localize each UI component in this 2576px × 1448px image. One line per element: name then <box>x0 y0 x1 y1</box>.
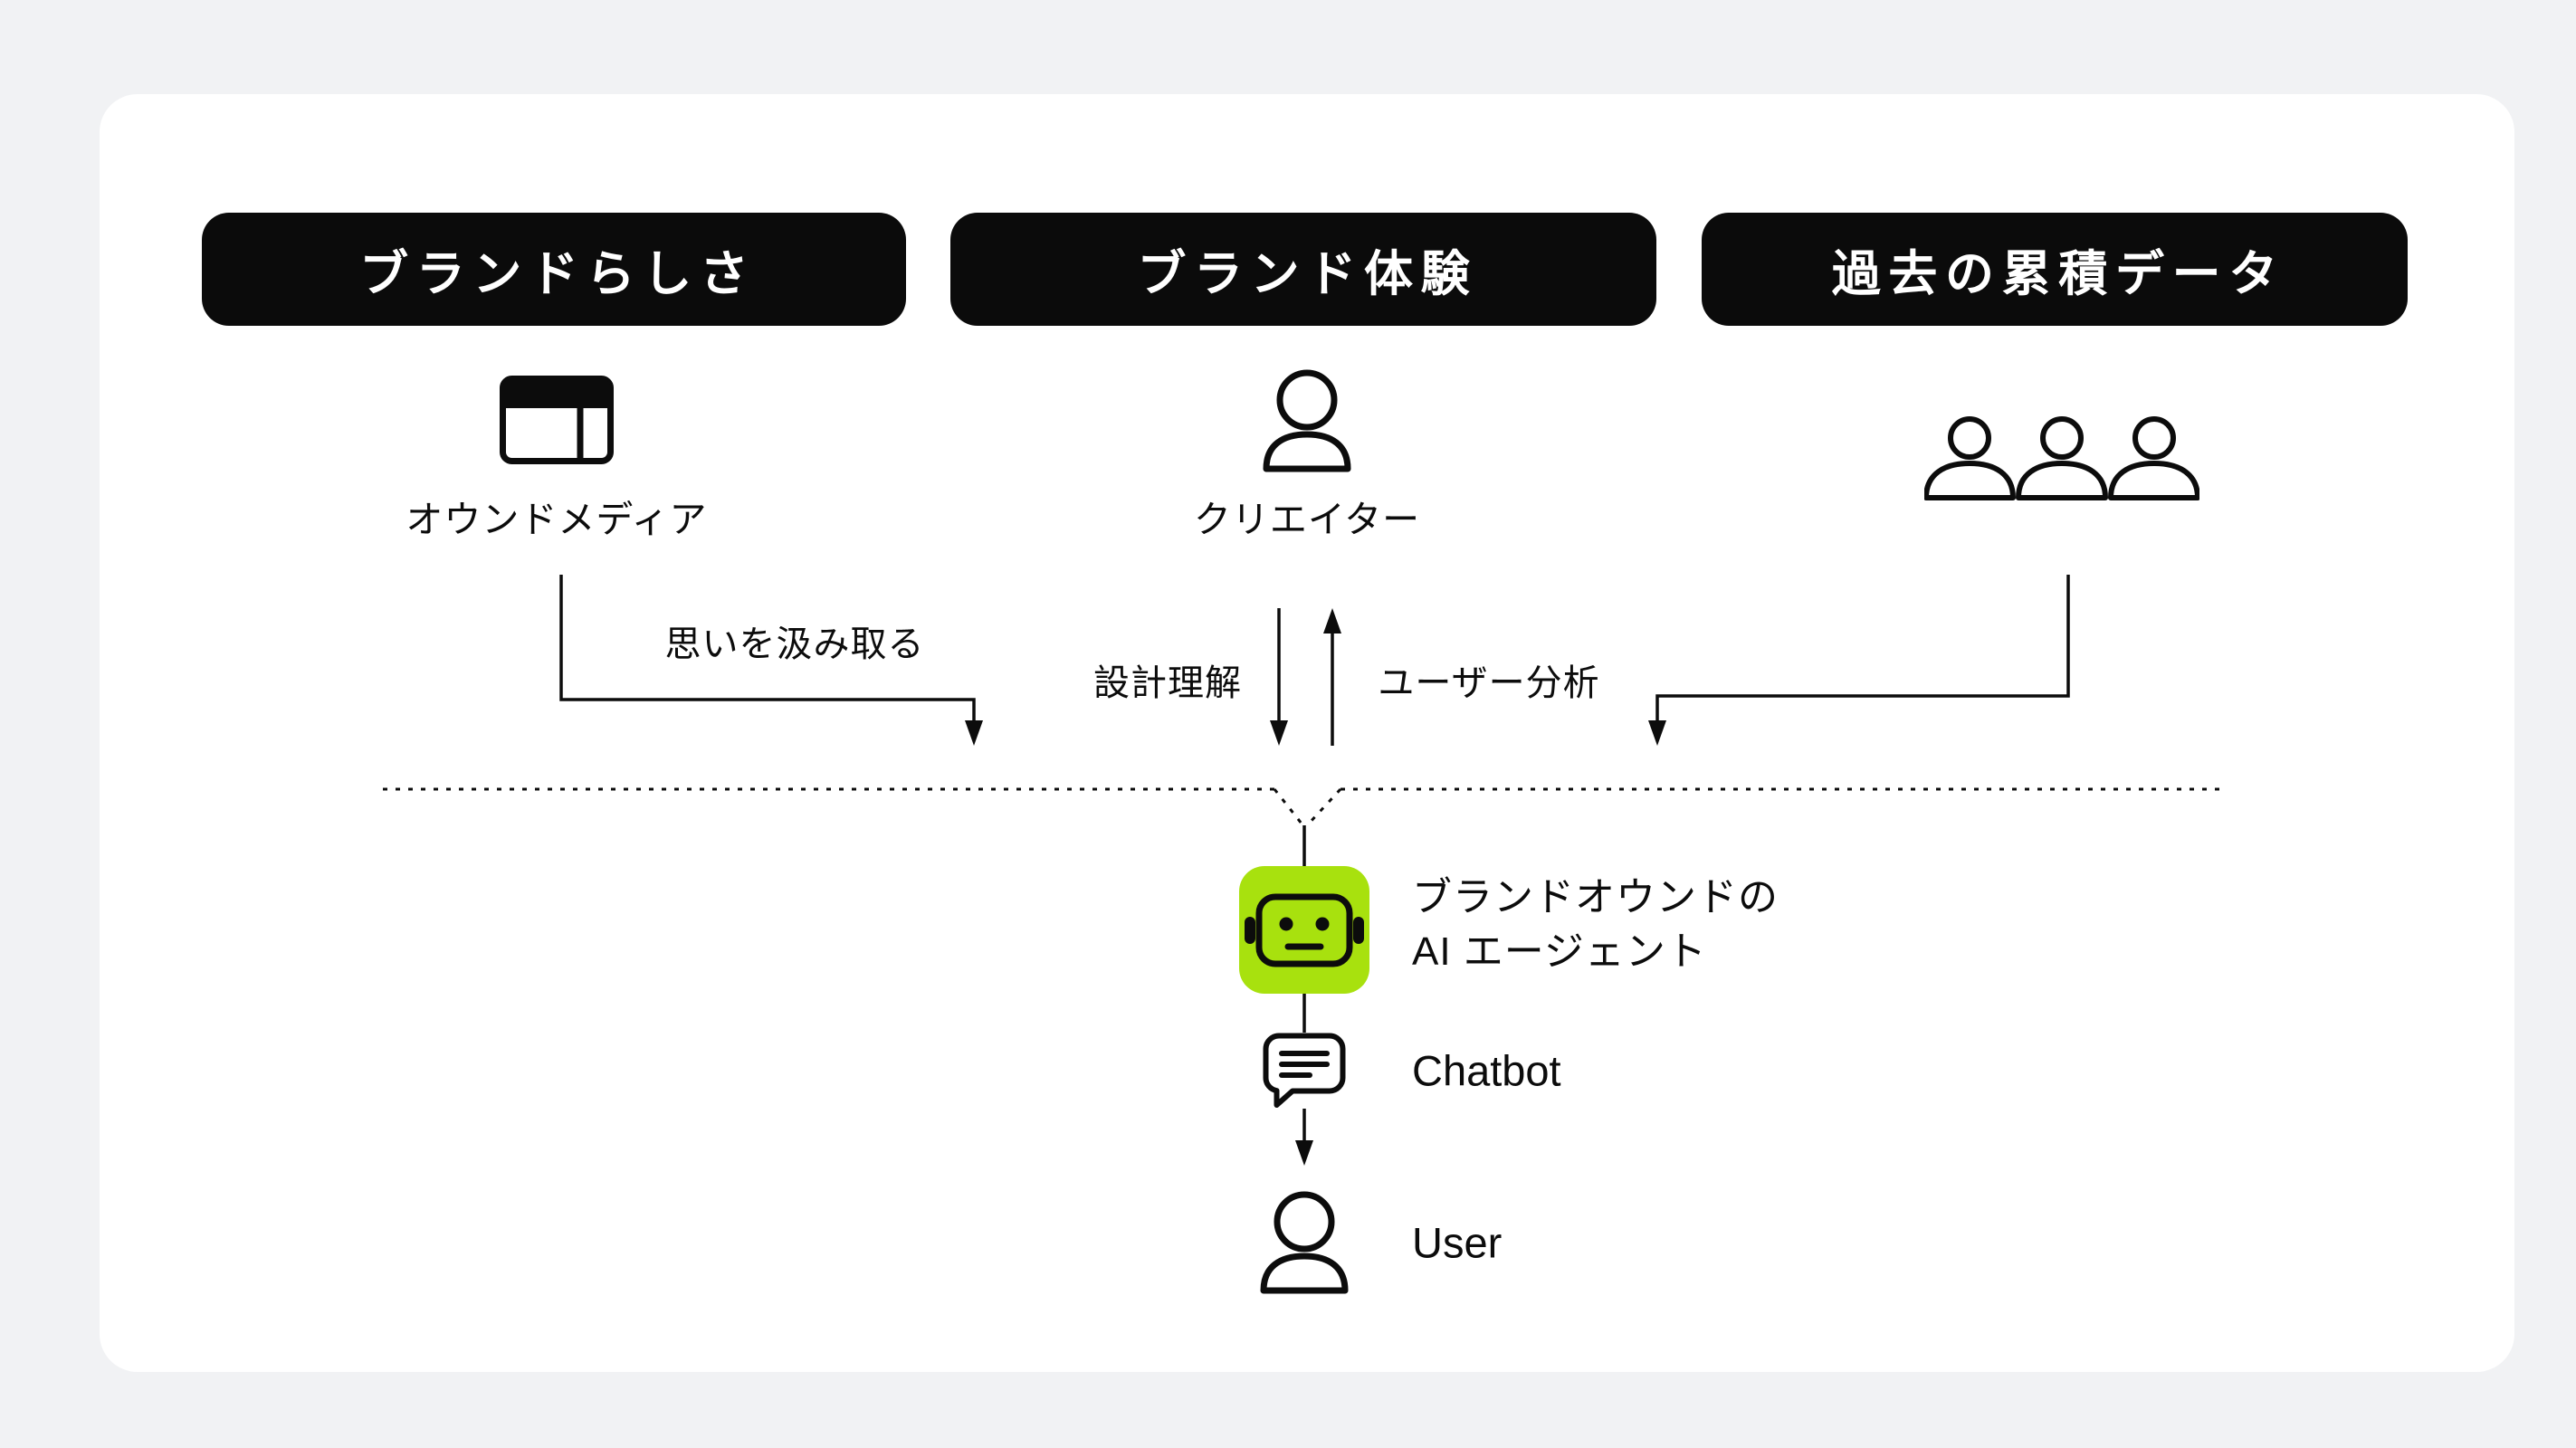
header-past-data: 過去の累積データ <box>1702 213 2408 326</box>
header-brand-experience-label: ブランド体験 <box>1137 247 1478 301</box>
user-label: User <box>1412 1218 1503 1267</box>
header-brand-identity: ブランドらしさ <box>202 213 906 326</box>
header-past-data-label: 過去の累積データ <box>1831 247 2285 301</box>
robot-icon <box>1245 893 1364 967</box>
ai-agent-label: ブランドオウンドの AI エージェント <box>1412 871 1779 979</box>
header-brand-identity-label: ブランドらしさ <box>359 247 757 301</box>
owned-media-label: オウンドメディア <box>405 499 708 540</box>
browser-media-icon <box>500 376 614 464</box>
ai-agent-label-line2: AI エージェント <box>1412 929 1707 974</box>
edge-label-capture-thoughts: 思いを汲み取る <box>664 624 925 664</box>
edge-label-design-understanding: 設計理解 <box>1093 663 1242 703</box>
chat-bubble-icon <box>1263 1033 1346 1109</box>
user-person-icon <box>1258 1191 1350 1294</box>
edge-label-user-analysis: ユーザー分析 <box>1378 663 1600 703</box>
creator-person-icon <box>1261 369 1353 472</box>
people-group-icon <box>1923 414 2200 501</box>
chatbot-label: Chatbot <box>1412 1046 1561 1095</box>
header-brand-experience: ブランド体験 <box>950 213 1656 326</box>
ai-agent-label-line1: ブランドオウンドの <box>1412 875 1779 919</box>
ai-agent-box <box>1239 866 1369 994</box>
creator-label: クリエイター <box>1193 499 1421 540</box>
